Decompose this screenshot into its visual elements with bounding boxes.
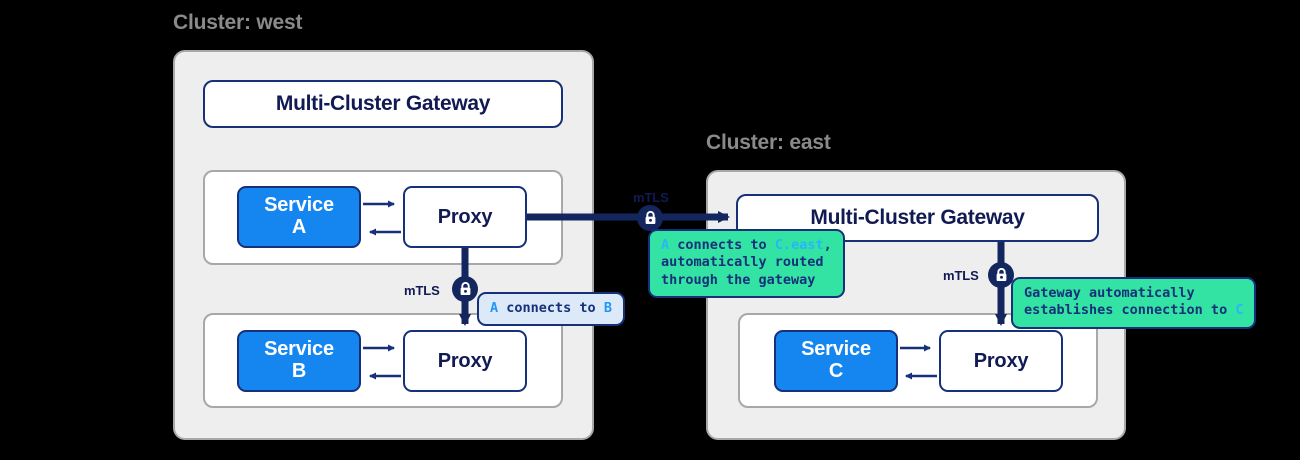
lock-icon-a-to-b	[452, 276, 478, 302]
proxy-c-node[interactable]: Proxy	[939, 330, 1063, 392]
tooltip-token: ,	[823, 237, 832, 253]
proxy-b-node[interactable]: Proxy	[403, 330, 527, 392]
service-a-id: A	[291, 216, 307, 238]
service-b-name: Service	[264, 338, 334, 361]
service-c-id: C	[828, 360, 844, 382]
cluster-label-west: Cluster: west	[173, 11, 303, 34]
tooltip-token: A	[661, 237, 670, 253]
gateway-west[interactable]: Multi-Cluster Gateway	[203, 80, 563, 128]
service-b-id: B	[291, 360, 307, 382]
service-a-name: Service	[264, 194, 334, 217]
tooltip-a-connects-to-c-east: A connects to C.east,automatically route…	[648, 229, 845, 298]
tooltip-token: automatically routed	[661, 254, 824, 271]
lock-icon	[996, 268, 1006, 281]
lock-icon-gateway-to-c	[988, 262, 1014, 288]
lock-icon-a-to-gateway	[637, 205, 663, 231]
tooltip-token: C.east	[774, 237, 824, 253]
tooltip-token: connects to	[669, 237, 775, 253]
tooltip-token: C	[1235, 302, 1244, 319]
mtls-label-a-to-b: mTLS	[404, 283, 440, 298]
tooltip-a-connects-to-b: A connects to B	[477, 292, 625, 327]
tooltip-token: Gateway automatically	[1024, 285, 1195, 301]
service-c-name: Service	[801, 338, 871, 361]
service-c-node[interactable]: Service C	[774, 330, 898, 392]
tooltip-token: establishes connection to	[1024, 302, 1236, 319]
lock-icon	[645, 211, 655, 224]
tooltip-token: connects to	[498, 300, 604, 316]
cluster-label-east: Cluster: east	[706, 131, 831, 154]
service-a-node[interactable]: Service A	[237, 186, 361, 248]
lock-icon	[460, 282, 470, 295]
tooltip-token: through the gateway	[661, 271, 816, 288]
mtls-label-gateway-to-c: mTLS	[943, 268, 979, 283]
mtls-label-a-to-gateway: mTLS	[633, 190, 669, 205]
service-b-node[interactable]: Service B	[237, 330, 361, 392]
tooltip-token: B	[603, 300, 612, 316]
proxy-a-node[interactable]: Proxy	[403, 186, 527, 248]
tooltip-token: A	[490, 300, 499, 316]
